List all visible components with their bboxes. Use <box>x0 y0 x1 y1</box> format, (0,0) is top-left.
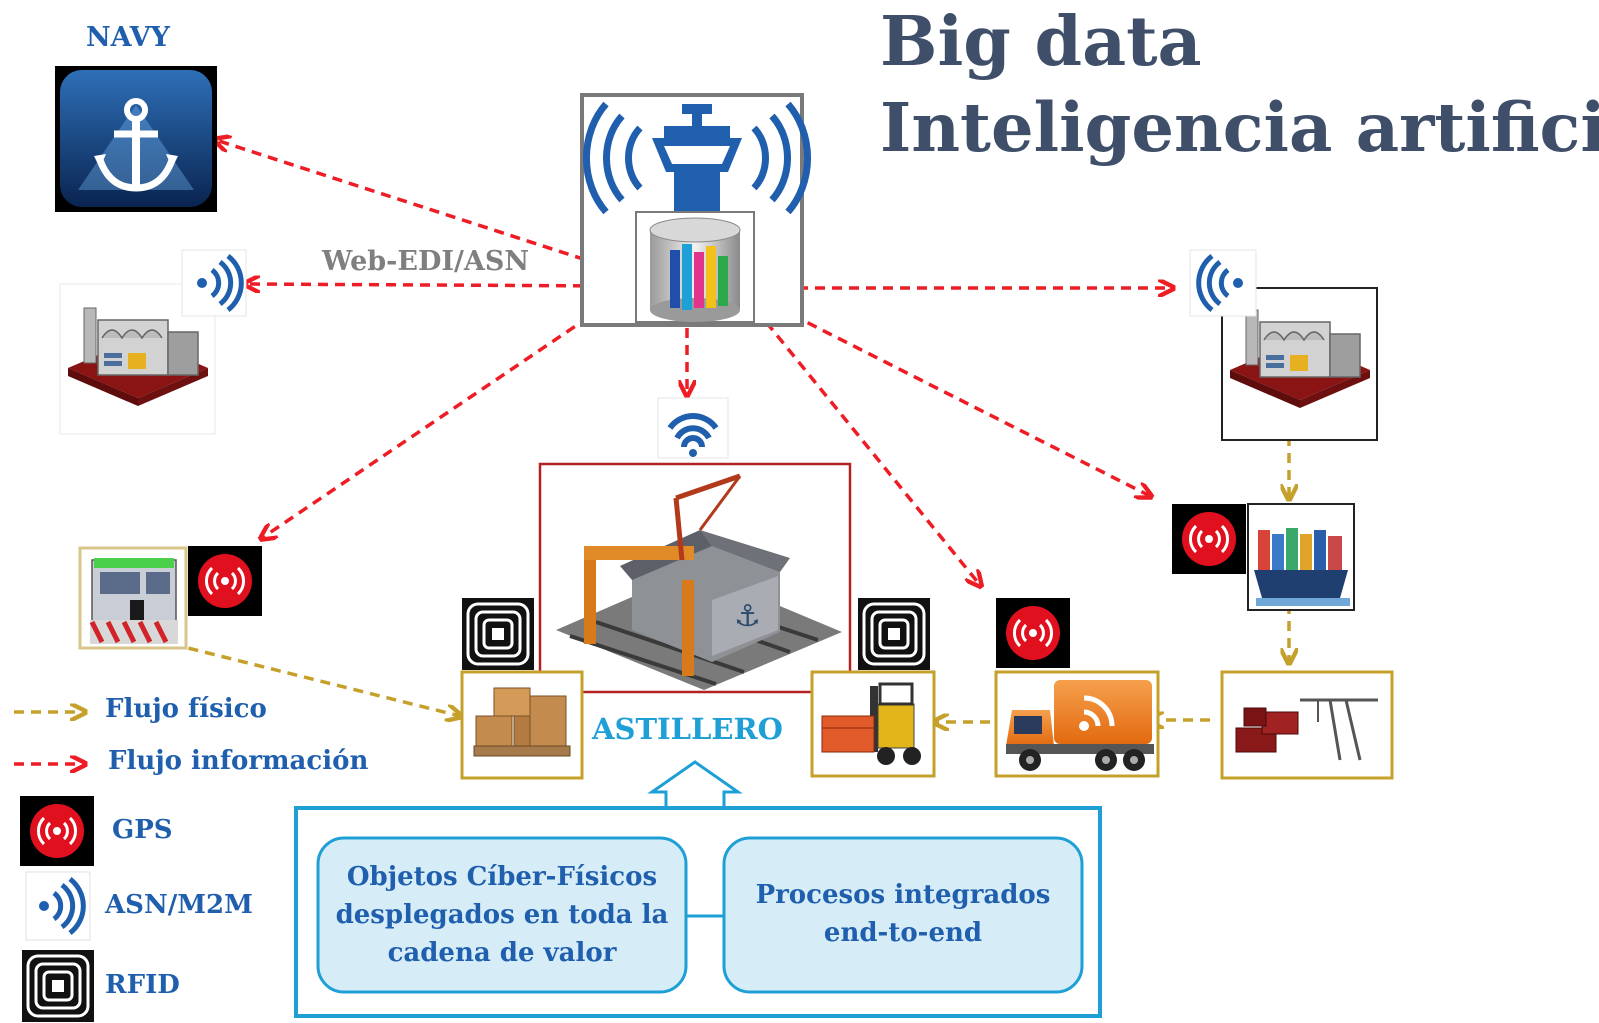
info-flow-arrows <box>216 140 1172 585</box>
train-icon <box>78 546 188 650</box>
rfid-icon-forklift <box>856 596 932 672</box>
flow-db-ship <box>747 292 1150 496</box>
web-edi-label: Web-EDI/ASN <box>322 246 529 277</box>
legend-gps-label: GPS <box>112 815 173 845</box>
legend-rfid-icon <box>20 948 96 1023</box>
boxes-pallet <box>460 670 584 780</box>
legend-graphics <box>14 712 96 1023</box>
gps-icon-train <box>186 544 264 618</box>
rfid-icon-boxes <box>460 596 536 672</box>
forklift <box>810 670 936 778</box>
flow-db-factory-left <box>246 284 617 286</box>
port-cargo <box>1220 670 1394 780</box>
legend-rfid-label: RFID <box>105 970 180 1000</box>
gps-icon-ship <box>1170 502 1248 576</box>
shipyard-label: ASTILLERO <box>592 712 783 746</box>
navy-label: NAVY <box>86 22 170 53</box>
legend-physical-flow-label: Flujo físico <box>105 694 267 724</box>
asn-signal-icon-right <box>1189 249 1257 317</box>
cps-container <box>294 806 1102 1018</box>
container-ship <box>1247 503 1355 611</box>
flow-db-navy <box>216 140 617 270</box>
asn-signal-icon-left <box>181 249 247 317</box>
navy-anchor-icon <box>55 66 217 212</box>
legend-asn-icon <box>25 871 91 941</box>
cps-objects-text: Objetos Cíber-Físicos desplegados en tod… <box>335 862 669 968</box>
legend-gps-icon <box>18 794 96 868</box>
control-tower-icon <box>583 101 811 215</box>
flow-db-train <box>262 298 617 538</box>
flow-train-boxes <box>171 642 460 716</box>
flow-db-truck <box>745 296 980 585</box>
legend-asn-label: ASN/M2M <box>105 890 253 920</box>
title-ai: Inteligencia artificial <box>880 88 1599 167</box>
legend-info-flow-label: Flujo información <box>108 746 369 776</box>
physical-flow-arrows <box>171 436 1289 722</box>
wifi-icon <box>657 397 729 459</box>
gps-icon-truck <box>994 596 1072 670</box>
up-arrow <box>647 760 743 814</box>
shipyard-image: ⚓ <box>538 462 852 694</box>
control-tower-database <box>580 93 811 327</box>
truck <box>994 670 1160 778</box>
database-icon <box>635 211 755 323</box>
integrated-processes-text: Procesos integrados end-to-end <box>755 880 1051 948</box>
title-big-data: Big data <box>880 2 1202 82</box>
svg-text:⚓: ⚓ <box>734 599 761 634</box>
